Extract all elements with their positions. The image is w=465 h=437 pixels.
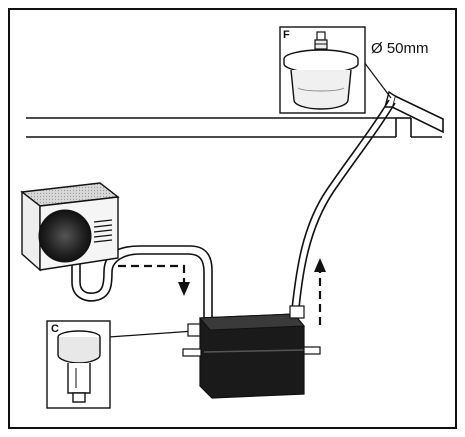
ceiling-slab — [26, 117, 442, 138]
inlet-hose — [71, 245, 213, 327]
leader-line-f — [363, 61, 392, 99]
inlet-connector-icon — [57, 330, 101, 403]
flow-arrow-inlet — [118, 264, 190, 296]
discharge-hose — [290, 99, 396, 320]
leader-line-c — [108, 330, 195, 338]
callout-c — [46, 320, 111, 409]
diagram-frame — [8, 8, 457, 429]
callout-f — [279, 26, 366, 114]
outdoor-ac-unit-icon — [20, 182, 120, 272]
label-f: F — [283, 29, 290, 41]
label-c: C — [51, 323, 59, 335]
diameter-label: Ø 50mm — [371, 40, 429, 57]
drain-pipe — [384, 90, 444, 134]
condensate-pump-icon — [182, 305, 321, 399]
drain-adapter-icon — [283, 31, 359, 110]
flow-arrow-outlet — [314, 258, 326, 325]
